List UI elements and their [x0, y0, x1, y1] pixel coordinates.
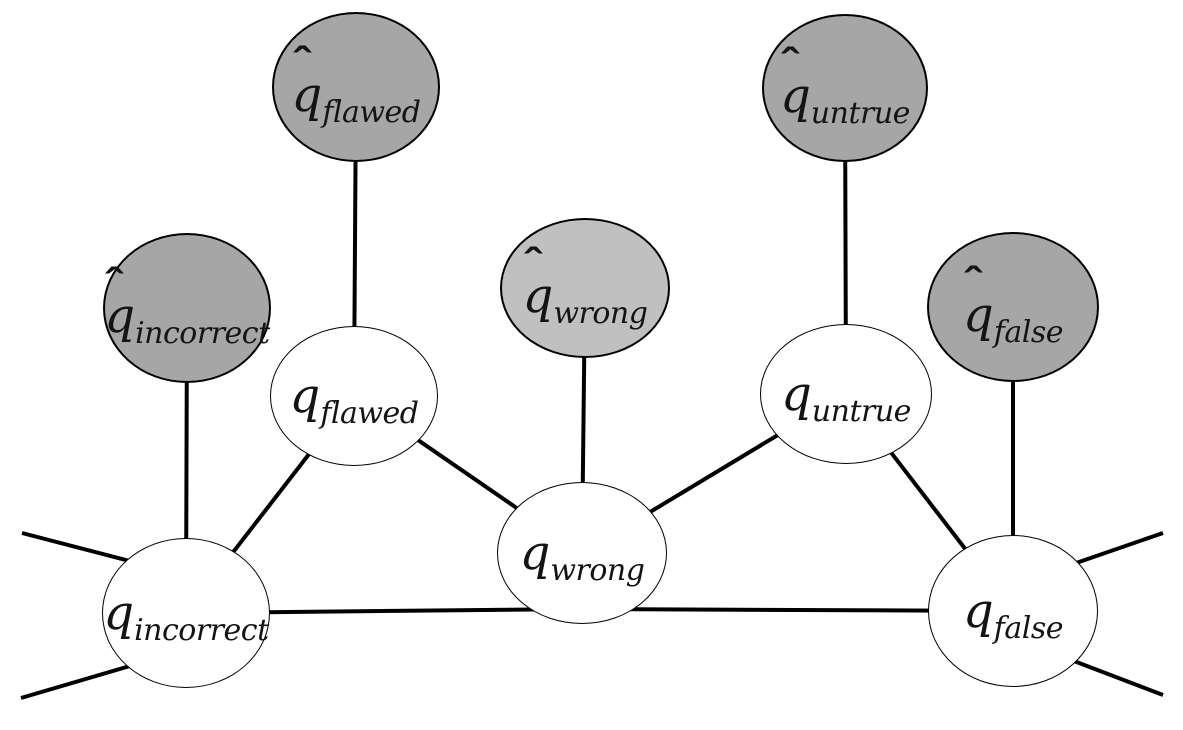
q-subscript: untrue	[811, 394, 912, 429]
q-subscript: flawed	[320, 396, 419, 431]
q-symbol: q	[519, 525, 551, 581]
node-q-incorrect-label: qincorrect	[103, 589, 269, 646]
q-symbol: q	[963, 583, 994, 639]
node-q-flawed-label: qflawed	[290, 372, 419, 429]
q-subscript: false	[993, 611, 1064, 646]
hat-accent-icon: ˆ	[520, 241, 546, 286]
node-q-wrong: qwrong	[497, 482, 667, 624]
node-q-untrue: quntrue	[760, 324, 932, 464]
node-q-false: qfalse	[928, 535, 1098, 687]
q-subscript: incorrect	[134, 613, 269, 648]
q-symbol: q	[963, 287, 994, 343]
node-q-untrue-label: quntrue	[781, 370, 911, 427]
edge-stub-left-lower	[20, 661, 141, 700]
q-subscript: wrong	[553, 296, 648, 331]
q-symbol: q	[291, 67, 323, 123]
q-subscript: wrong	[550, 553, 645, 588]
q-subscript: false	[993, 315, 1064, 350]
hat-accent-icon: ˆ	[777, 41, 804, 86]
q-symbol: q	[289, 368, 321, 424]
hat-accent-icon: ˆ	[960, 260, 987, 305]
hat-accent-icon: ˆ	[289, 40, 315, 85]
hat-accent-icon: ˆ	[102, 261, 128, 306]
node-q-wrong-label: qwrong	[520, 529, 645, 586]
node-q-false-label: qfalse	[963, 587, 1063, 644]
q-subscript: flawed	[322, 95, 421, 130]
node-q-flawed: qflawed	[270, 326, 438, 466]
q-symbol: q	[522, 268, 554, 324]
q-symbol: q	[781, 366, 812, 422]
q-symbol: q	[103, 585, 135, 641]
node-q-incorrect: qincorrect	[102, 538, 270, 688]
q-subscript: untrue	[810, 96, 911, 131]
q-symbol: q	[780, 68, 811, 124]
q-subscript: incorrect	[135, 316, 270, 351]
q-symbol: q	[104, 288, 136, 344]
edge-stub-left-upper	[21, 531, 146, 567]
